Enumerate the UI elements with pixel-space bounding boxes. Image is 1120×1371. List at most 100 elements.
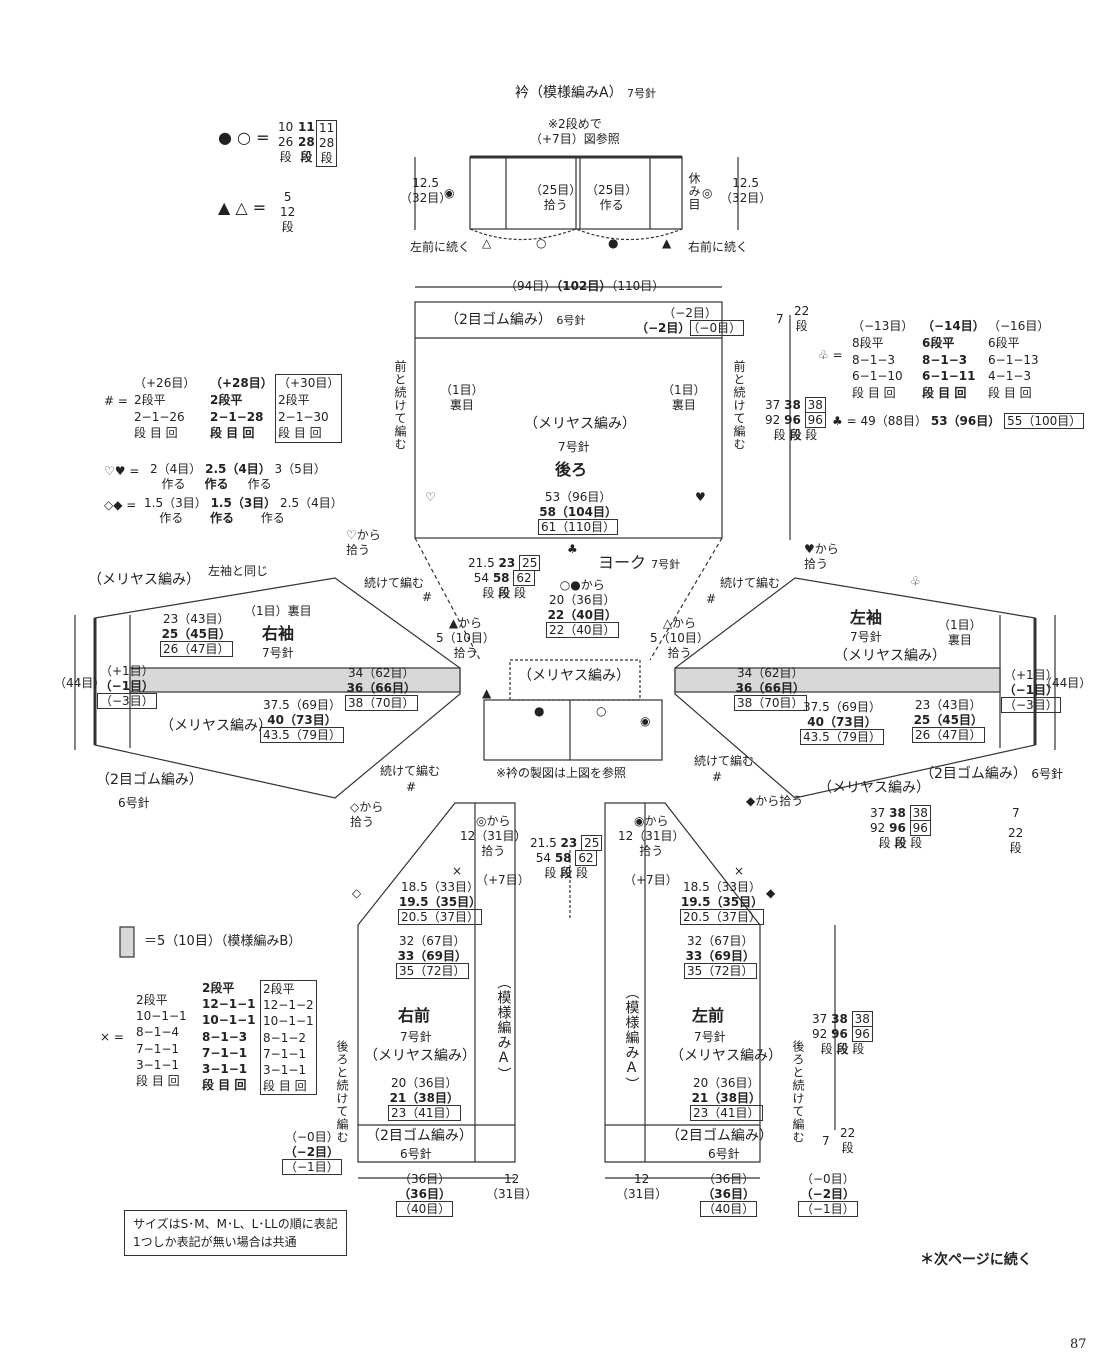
diamond-filled-icon: ◆ xyxy=(766,886,776,900)
rfront-dec: （−0目）（−2目）（−1目） xyxy=(282,1130,342,1175)
legend-hash-symbol: # = xyxy=(104,394,128,408)
club-open-icon: ♧ xyxy=(910,574,921,588)
lsleeve-low-width: 37.5（69目）40（73目）43.5（79目） xyxy=(800,700,884,745)
rfront-band: （模様編みA） xyxy=(495,975,512,1082)
lfront-hem-width: （36目）（36目）（40目） xyxy=(700,1172,758,1217)
collar-left-width: 12.5（32目） xyxy=(400,176,452,205)
back-purl-left: （1目）裏目 xyxy=(440,383,484,412)
rfront-rib: （2目ゴム編み） xyxy=(366,1128,473,1144)
rsleeve-low-width: 37.5（69目）40（73目）43.5（79目） xyxy=(260,698,344,743)
lfront-bottom-width: 20（36目）21（38目）23（41目） xyxy=(690,1076,763,1121)
rfront-side: 後ろと続けて編む xyxy=(335,1040,349,1144)
rsleeve-rib: （2目ゴム編み） xyxy=(96,772,203,788)
back-purl-right: （1目）裏目 xyxy=(662,383,706,412)
triangle-filled-icon: ▲ xyxy=(482,686,492,700)
double-circle-icon: ◉ xyxy=(444,186,455,200)
heart-open-icon: ♡ xyxy=(425,490,436,504)
back-top-width: （94目）（102目）（110目） xyxy=(505,279,665,293)
lfront-needle: 7号針 xyxy=(694,1030,726,1044)
legend-diamond-symbol: ◇◆ = xyxy=(104,498,137,512)
yoke-note: ※衿の製図は上図を参照 xyxy=(496,766,627,780)
lsleeve-name: 左袖 xyxy=(850,608,883,627)
rsleeve-purl: （1目）裏目 xyxy=(244,604,312,618)
legend-club-open-symbol: ♧ = xyxy=(818,348,843,362)
legend-circle-symbol: ● ○ = xyxy=(218,128,270,147)
lfront-plus: （+7目） xyxy=(624,873,678,887)
lfront-rib-needle: 6号針 xyxy=(708,1147,740,1161)
collar-pick-left: （25目）拾う xyxy=(530,183,582,212)
legend-heart-symbol: ♡♥ = xyxy=(104,464,140,478)
rsleeve-cuff-adj: （+1目）（−1目）（−3目） xyxy=(97,664,157,709)
back-width: 53（96目）58（104目）61（110目） xyxy=(538,490,619,535)
lfront-shoulder: 18.5（33目）19.5（35目）20.5（37目） xyxy=(680,880,764,925)
circle-filled-icon: ● xyxy=(534,704,545,718)
circle-open-icon: ○ xyxy=(536,236,547,250)
back-side-left: 前と続けて編む xyxy=(393,360,407,451)
lsleeve-rib: （2目ゴム編み） 6号針 xyxy=(920,766,1064,782)
hash-mark: # xyxy=(406,780,417,794)
rfront-shoulder: 18.5（33目）19.5（35目）20.5（37目） xyxy=(398,880,482,925)
rsleeve-rib-needle: 6号針 xyxy=(118,796,150,810)
rsleeve-needle: 7号針 xyxy=(262,646,294,660)
triangle-open-icon: △ xyxy=(482,236,492,250)
yoke-cont-2: 続けて編む xyxy=(720,576,781,590)
rsleeve-stitch-top: （メリヤス編み） xyxy=(88,572,200,588)
lfront-dec: （−0目）（−2目）（−1目） xyxy=(798,1172,858,1217)
lsleeve-cuff-width: （44目） xyxy=(1040,676,1092,690)
page-number: 87 xyxy=(1070,1337,1087,1352)
legend-pattern: ＝5（10目）（模様編みB） xyxy=(144,934,302,949)
yoke-heart-filled: ♥から拾う xyxy=(804,542,839,571)
yoke-name: ヨーク 7号針 xyxy=(598,553,681,572)
collar-cont-right: 右前に続く xyxy=(688,240,749,254)
yoke-heart-open: ♡から拾う xyxy=(346,528,381,557)
rfront-band-width: 12（31目） xyxy=(486,1172,538,1201)
rsleeve-cuff-width: （44目） xyxy=(54,676,106,690)
yoke-cont-1: 続けて編む xyxy=(364,576,425,590)
lsleeve-diamond: ◆から拾う xyxy=(746,794,804,808)
lsleeve-top-width: 23（43目）25（45目）26（47目） xyxy=(912,698,985,743)
rsleeve-same: 左袖と同じ xyxy=(208,564,269,578)
lfront-side: 後ろと続けて編む xyxy=(791,1040,805,1144)
back-rib: （2目ゴム編み） 6号針 xyxy=(445,312,586,328)
lfront-band-width: 12（31目） xyxy=(616,1172,668,1201)
rsleeve-top-width: 23（43目）25（45目）26（47目） xyxy=(160,612,233,657)
rfront-needle: 7号針 xyxy=(400,1030,432,1044)
legend-diamond-values: 1.5（3目） 1.5（3目） 2.5（4目） 作る 作る 作る xyxy=(144,496,343,525)
lfront-name: 左前 xyxy=(692,1006,725,1025)
lsleeve-purl: （1目）裏目 xyxy=(938,618,982,647)
lsleeve-cuff-adj: （+1目）（−1目）（−3目） xyxy=(1001,668,1061,713)
continued-note: ＊次ページに続く xyxy=(920,1252,1032,1268)
back-name: 後ろ xyxy=(555,460,588,479)
club-filled-icon: ♣ xyxy=(567,542,578,556)
rsleeve-mid-width: 34（62目）36（66目）38（70目） xyxy=(345,666,418,711)
lsleeve-needle: 7号針 xyxy=(850,630,882,644)
collar-right-width: 12.5（32目） xyxy=(720,176,772,205)
circle-filled-icon: ● xyxy=(608,236,619,250)
lfront-len-a: 7 xyxy=(822,1134,830,1148)
lsleeve-stitch: （メリヤス編み） xyxy=(834,648,946,664)
legend-heart-values: 2（4目） 2.5（4目） 3（5目） 作る 作る 作る xyxy=(150,462,326,491)
lfront-band: （模様編みA） xyxy=(623,985,640,1092)
back-len-a: 7 xyxy=(776,312,784,326)
rfront-rib-needle: 6号針 xyxy=(400,1147,432,1161)
legend-triangle-symbol: ▲ △ = xyxy=(218,198,267,217)
hash-mark: # xyxy=(422,590,433,604)
hash-mark: # xyxy=(706,592,717,606)
